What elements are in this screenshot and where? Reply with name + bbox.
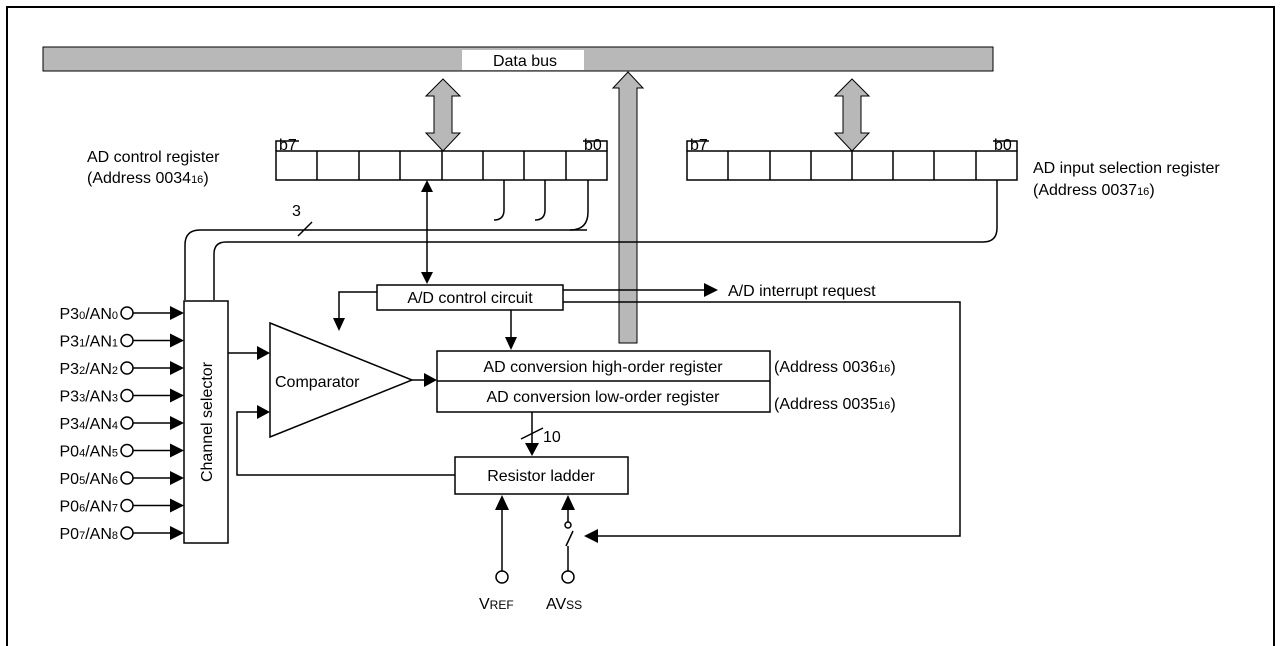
- analog-input-1: P31/AN1: [60, 333, 184, 351]
- register-to-ladder-arrow: [525, 443, 539, 456]
- analog-input-pin: [120, 388, 134, 403]
- input-select-line: [213, 180, 998, 300]
- data-bus: Data bus: [42, 46, 994, 72]
- channel-selector-label: Channel selector: [199, 361, 216, 482]
- analog-input-label: P05/AN6: [60, 471, 119, 488]
- analog-input-pin: [120, 333, 134, 348]
- analog-input-arrow: [170, 416, 184, 430]
- switch-control-line: [563, 301, 961, 537]
- analog-input-arrow: [170, 306, 184, 320]
- analog-input-arrow: [170, 471, 184, 485]
- low-order-register-label: AD conversion low-order register: [487, 389, 721, 406]
- avss-pin: [561, 570, 575, 584]
- analog-input-pin: [120, 361, 134, 375]
- analog-input-pin: [120, 498, 134, 513]
- analog-input-arrow: [170, 388, 184, 403]
- ad-input-selection-register-bits: [727, 151, 977, 180]
- analog-input-label: P04/AN5: [60, 444, 119, 461]
- bus-double-arrow-control-register: [424, 78, 462, 152]
- control-to-register-arrow: [505, 337, 517, 350]
- vref-terminal: VREF: [479, 495, 514, 613]
- analog-input-label: P33/AN3: [60, 389, 119, 406]
- bus-width-label-10: 10: [543, 429, 561, 446]
- analog-input-6: P05/AN6: [60, 471, 184, 488]
- analog-input-pin: [120, 416, 134, 430]
- analog-input-0: P30/AN0: [60, 306, 184, 323]
- switch-control-arrow: [584, 529, 598, 543]
- high-order-register-address: (Address 003616): [774, 359, 896, 376]
- analog-input-label: P32/AN2: [60, 361, 119, 378]
- interrupt-arrow: [704, 283, 718, 297]
- bus-width-slash-10: [520, 427, 544, 440]
- channel-selector: Channel selector: [183, 300, 229, 544]
- control-to-comparator-arrow: [333, 318, 345, 331]
- switch-blade: [565, 530, 574, 547]
- analog-input-label: P31/AN1: [60, 334, 119, 351]
- analog-inputs: P30/AN0P31/AN1P32/AN2P33/AN3P34/AN4P04/A…: [60, 306, 184, 543]
- analog-input-2: P32/AN2: [60, 361, 184, 378]
- analog-input-8: P07/AN8: [60, 526, 184, 543]
- analog-input-4: P34/AN4: [60, 416, 184, 433]
- analog-input-arrow: [170, 333, 184, 348]
- ladder-feedback-line: [236, 411, 455, 476]
- comparator-output-arrow: [424, 373, 437, 387]
- data-bus-label: Data bus: [493, 53, 557, 70]
- analog-input-label: P34/AN4: [60, 416, 119, 433]
- resistor-ladder-box: [454, 456, 629, 495]
- high-order-register-label: AD conversion high-order register: [483, 359, 723, 376]
- analog-input-arrow: [170, 498, 184, 513]
- interrupt-request-label: A/D interrupt request: [728, 283, 876, 300]
- analog-input-pin: [120, 443, 134, 458]
- comparator: Comparator: [269, 321, 415, 439]
- vref-pin: [495, 570, 509, 584]
- vref-label: VREF: [479, 596, 514, 613]
- ad-control-circuit-box: [376, 284, 564, 311]
- ad-control-register-title: AD control register: [87, 149, 220, 166]
- avss-terminal: AVSS: [546, 495, 582, 613]
- diagram-frame: [6, 6, 1275, 646]
- channel-to-comparator-arrow: [257, 346, 270, 360]
- ad-input-selection-register: AD input selection register (Address 003…: [686, 137, 1220, 199]
- analog-input-arrow: [170, 526, 184, 540]
- analog-input-arrow: [170, 361, 184, 375]
- data-bus-label-bg: [462, 50, 584, 70]
- analog-input-pin: [120, 471, 134, 485]
- channel-select-bus: 3: [184, 180, 589, 300]
- switch-contact-top: [564, 521, 572, 529]
- bus-width-slash: [297, 221, 313, 237]
- ad-control-register-address: (Address 003416): [87, 170, 209, 187]
- channel-selector-box: [183, 300, 229, 544]
- bus-width-label: 3: [292, 203, 301, 220]
- avss-label: AVSS: [546, 596, 582, 613]
- analog-input-arrow: [170, 443, 184, 458]
- ad-control-circuit-label: A/D control circuit: [407, 290, 533, 307]
- analog-input-7: P06/AN7: [60, 498, 184, 516]
- bus-double-arrow-input-selection-register: [833, 78, 871, 152]
- ad-input-selection-register-address: (Address 003716): [1033, 182, 1155, 199]
- low-order-register-address: (Address 003516): [774, 396, 896, 413]
- analog-input-label: P07/AN8: [60, 526, 119, 543]
- ad-control-register-bits: [316, 151, 567, 180]
- ad-control-circuit: A/D control circuit: [376, 284, 564, 311]
- resistor-ladder: Resistor ladder: [454, 456, 629, 495]
- ad-conversion-registers: AD conversion high-order register AD con…: [436, 350, 896, 413]
- resistor-ladder-label: Resistor ladder: [487, 468, 595, 485]
- comparator-triangle: [269, 321, 415, 439]
- analog-input-3: P33/AN3: [60, 388, 184, 406]
- analog-input-pin: [120, 526, 134, 540]
- analog-input-5: P04/AN5: [60, 443, 184, 461]
- analog-input-label: P30/AN0: [60, 306, 119, 323]
- control-link: [421, 180, 433, 284]
- analog-input-label: P06/AN7: [60, 499, 119, 516]
- analog-input-pin: [120, 306, 134, 320]
- ad-input-selection-register-title: AD input selection register: [1033, 160, 1220, 177]
- ad-control-register: AD control register (Address 003416) b7 …: [87, 137, 608, 187]
- bus-arrow-conversion-register: [611, 71, 645, 344]
- ladder-to-comparator-arrow: [257, 405, 270, 419]
- comparator-label: Comparator: [275, 374, 360, 391]
